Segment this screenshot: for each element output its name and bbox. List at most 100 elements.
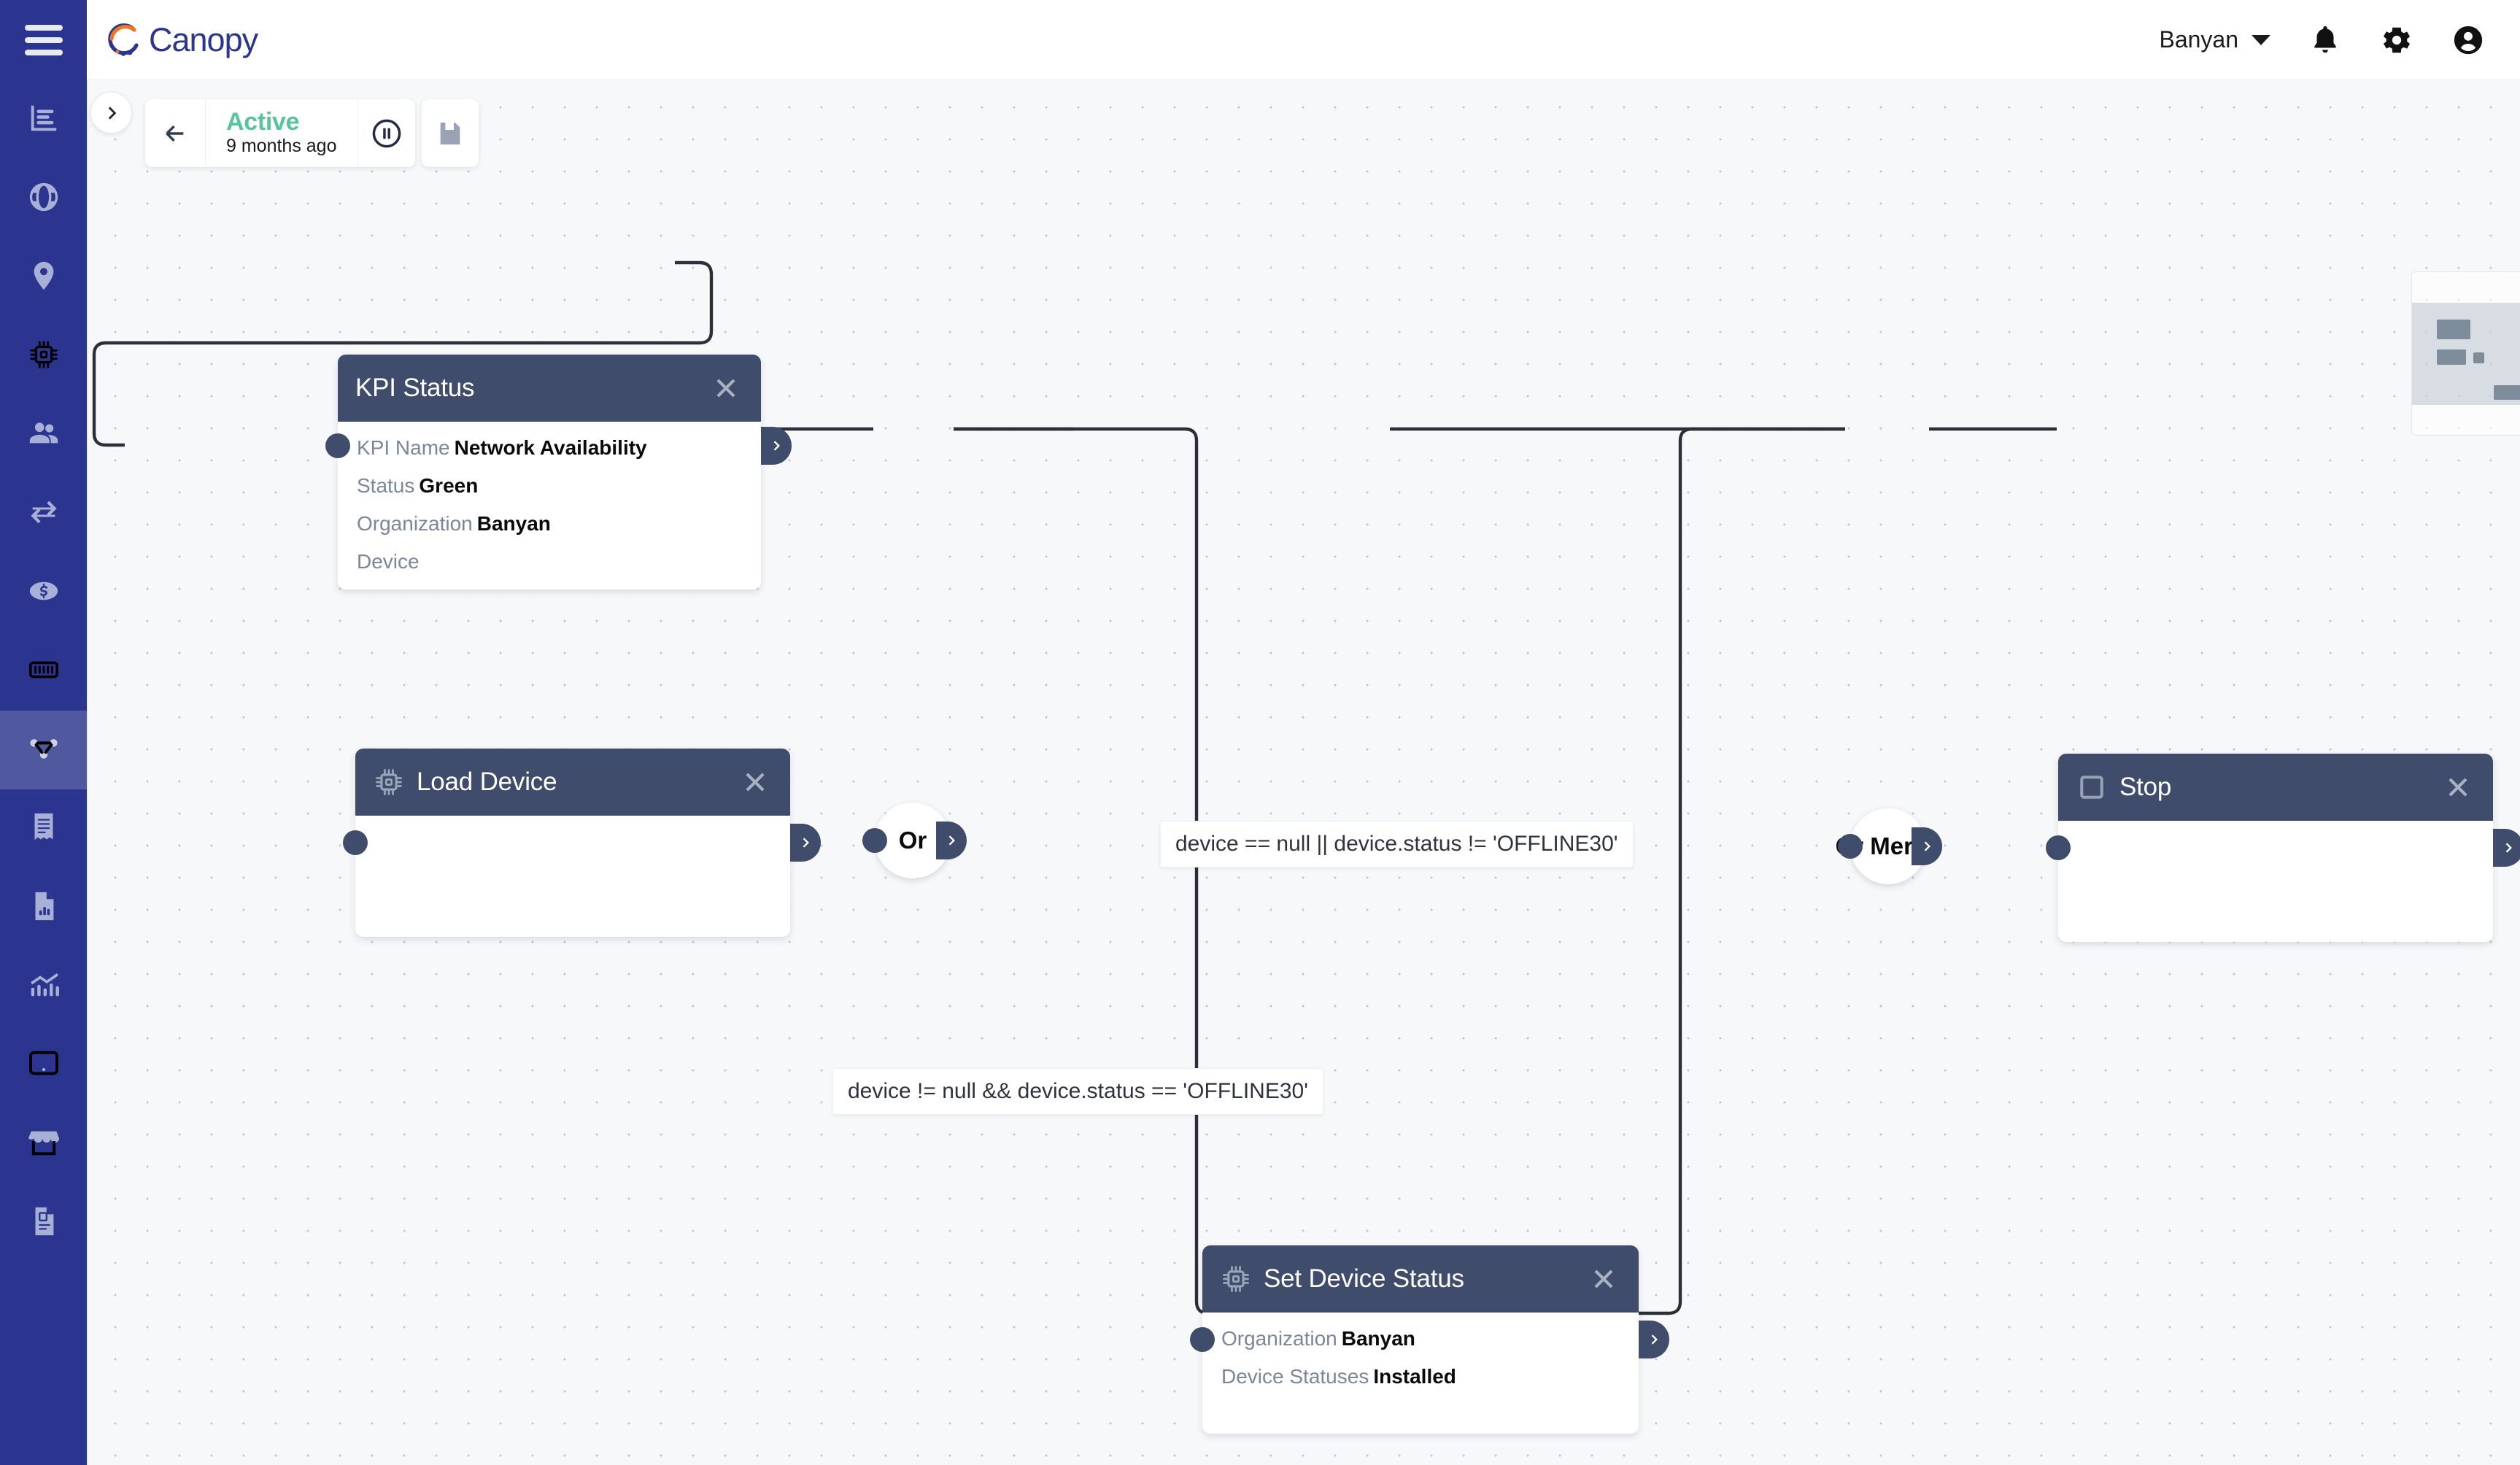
- node-header[interactable]: Load Device: [355, 749, 790, 816]
- monitor-icon: [27, 1047, 61, 1084]
- chip-icon: [1220, 1263, 1252, 1295]
- brand-logo[interactable]: Canopy: [105, 20, 258, 60]
- dollar-coin-icon: [27, 574, 61, 611]
- close-icon[interactable]: [2442, 771, 2474, 803]
- org-name: Banyan: [2159, 26, 2238, 53]
- save-button[interactable]: [422, 99, 479, 167]
- sidebar-item-orders[interactable]: [0, 789, 87, 868]
- node-input-handle[interactable]: [2046, 835, 2071, 860]
- sidebar-item-reports[interactable]: [0, 868, 87, 947]
- node-output-handle[interactable]: [2493, 829, 2520, 867]
- hamburger-menu-button[interactable]: [0, 0, 87, 80]
- minimap-node: [2437, 320, 2470, 339]
- edge-label-cond-false[interactable]: device != null && device.status == 'OFFL…: [832, 1068, 1323, 1115]
- node-card: Load Device: [355, 749, 790, 937]
- people-icon: [27, 417, 61, 454]
- bar-chart-panel-icon: [27, 101, 61, 139]
- node-field-value: Banyan: [1341, 1327, 1415, 1350]
- workflow-status-toolbar: Active 9 months ago: [145, 99, 415, 167]
- operator-input-handle[interactable]: [862, 828, 887, 853]
- node-output-handle[interactable]: [1639, 1321, 1669, 1358]
- arrow-left-icon: [166, 125, 184, 142]
- node-input-handle[interactable]: [1190, 1327, 1215, 1352]
- node-input-handle[interactable]: [325, 433, 350, 458]
- file-chart-icon: [27, 889, 61, 927]
- sidebar-item-dashboard[interactable]: [0, 80, 87, 159]
- stop-square-icon: [2076, 771, 2108, 803]
- minimap[interactable]: [2411, 271, 2520, 436]
- node-field-key: KPI Name: [357, 436, 450, 459]
- trend-chart-icon: [27, 968, 61, 1005]
- edge-kpi-to-load-device: [92, 260, 714, 447]
- sidebar-item-users[interactable]: [0, 395, 87, 474]
- sidebar-item-inventory[interactable]: [0, 632, 87, 711]
- node-field-key: Organization: [1221, 1327, 1337, 1350]
- workflow-status: Active 9 months ago: [206, 99, 358, 167]
- sidebar-expand-button[interactable]: [90, 92, 132, 134]
- account-circle-icon[interactable]: [2451, 23, 2485, 57]
- back-button[interactable]: [145, 99, 206, 167]
- operator-or[interactable]: Or: [862, 803, 967, 878]
- top-bar: Canopy Banyan: [87, 0, 2520, 80]
- node-field-key: Device: [357, 550, 420, 573]
- gear-icon[interactable]: [2380, 23, 2413, 57]
- sidebar-item-analytics[interactable]: [0, 947, 87, 1026]
- sidebar-item-monitors[interactable]: [0, 1026, 87, 1105]
- close-icon[interactable]: [710, 372, 742, 404]
- edge-label-cond-true[interactable]: device == null || device.status != 'OFFL…: [1160, 821, 1634, 867]
- node-stop[interactable]: Stop: [2046, 754, 2520, 942]
- node-field-key: Organization: [357, 512, 473, 535]
- node-header[interactable]: Set Device Status: [1202, 1245, 1639, 1313]
- sidebar-item-transfers[interactable]: [0, 474, 87, 553]
- sidebar-item-workflows[interactable]: [0, 711, 87, 789]
- operator-output-handle[interactable]: [1912, 827, 1942, 865]
- org-selector[interactable]: Banyan: [2159, 26, 2270, 53]
- canopy-logo-icon: [105, 20, 144, 60]
- globe-icon: [27, 180, 61, 217]
- node-header[interactable]: KPI Status: [338, 355, 761, 422]
- chip-icon: [373, 766, 405, 798]
- edge-set-device-to-merge: [1554, 427, 1845, 1315]
- map-pin-icon: [27, 259, 61, 296]
- share-nodes-icon: [27, 732, 61, 769]
- sidebar-item-documents[interactable]: [0, 1183, 87, 1262]
- node-input-handle[interactable]: [343, 830, 368, 855]
- sidebar-item-devices[interactable]: [0, 317, 87, 395]
- node-output-handle[interactable]: [790, 824, 821, 862]
- operator-input-handle[interactable]: [1838, 834, 1863, 859]
- chip-icon: [27, 338, 61, 375]
- sidebar-item-locations[interactable]: [0, 238, 87, 317]
- receipt-icon: [27, 811, 61, 848]
- barcode-icon: [27, 653, 61, 690]
- node-header[interactable]: Stop: [2058, 754, 2493, 821]
- node-output-handle[interactable]: [761, 427, 792, 465]
- pause-button[interactable]: [358, 99, 415, 167]
- status-timestamp: 9 months ago: [226, 135, 337, 156]
- operator-or-merge[interactable]: Or Merge: [1836, 808, 1942, 884]
- node-field-value: Installed: [1373, 1365, 1456, 1388]
- operator-output-handle[interactable]: [936, 822, 967, 859]
- node-field-value: Network Availability: [454, 436, 647, 459]
- chevron-down-icon: [2252, 34, 2270, 45]
- sidebar-item-billing[interactable]: [0, 553, 87, 632]
- node-title: Load Device: [417, 768, 557, 796]
- node-load-device[interactable]: Load Device: [343, 749, 821, 937]
- close-icon[interactable]: [1588, 1263, 1620, 1295]
- close-icon[interactable]: [739, 766, 771, 798]
- minimap-node: [2473, 352, 2484, 363]
- bell-icon[interactable]: [2308, 23, 2342, 57]
- sidebar-item-marketplace[interactable]: [0, 1105, 87, 1183]
- left-rail: [0, 0, 87, 1465]
- node-card: Stop: [2058, 754, 2493, 942]
- sidebar-item-network[interactable]: [0, 159, 87, 238]
